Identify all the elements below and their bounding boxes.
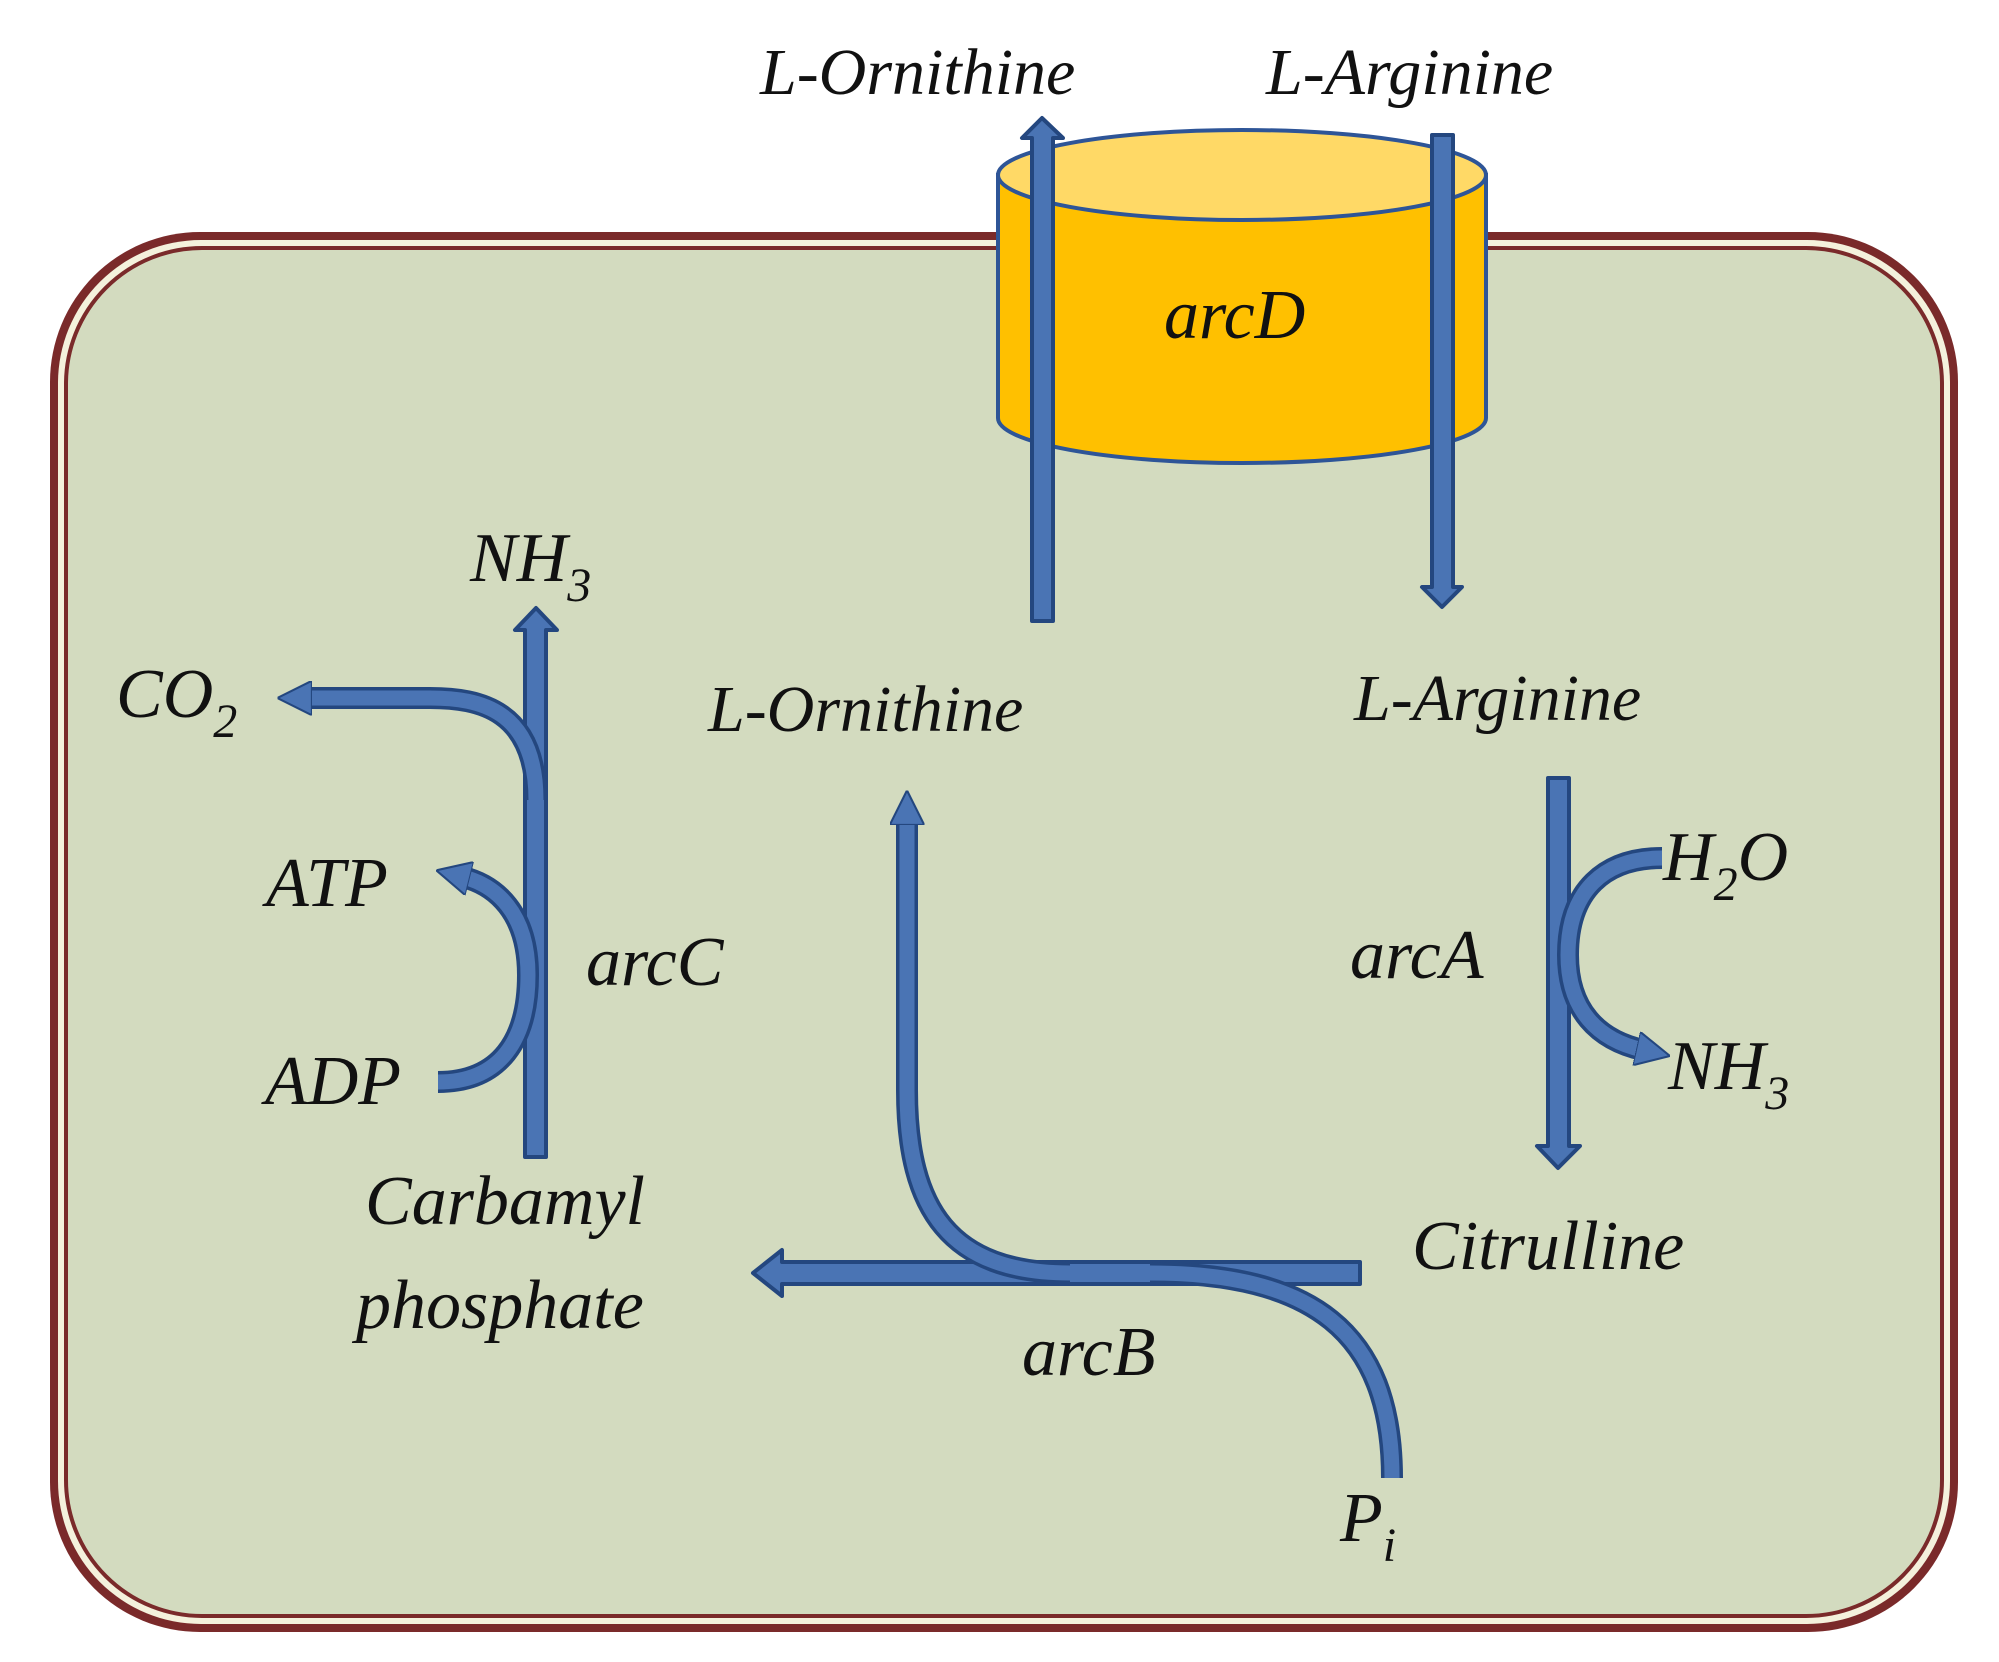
label-arcB: arcB — [1022, 1314, 1155, 1391]
label-nh3-right: NH3 — [1667, 1028, 1789, 1120]
h2o-nh3-curve — [1560, 850, 1662, 1050]
adp-atp-curve — [438, 877, 536, 1090]
cell-cytoplasm — [64, 246, 1944, 1618]
arcB-ornithine-curve — [907, 818, 1071, 1281]
transporter-top — [996, 128, 1488, 222]
co2-release-curve — [305, 698, 544, 801]
curved-arrows — [305, 698, 1662, 1479]
label-arcC: arcC — [586, 924, 725, 1001]
label-arginine-inside: L-Arginine — [1353, 662, 1641, 735]
label-phosphate: phosphate — [351, 1267, 644, 1344]
label-arcD: arcD — [1164, 277, 1305, 354]
label-nh3-top: NH3 — [469, 520, 591, 612]
label-atp: ATP — [262, 845, 388, 922]
label-ornithine-outside: L-Ornithine — [759, 36, 1075, 109]
label-adp: ADP — [261, 1043, 401, 1120]
ornithine-export-arrow — [1020, 116, 1065, 623]
label-pi: Pi — [1339, 1480, 1396, 1572]
arcD-transporter — [996, 128, 1488, 465]
label-arcA: arcA — [1350, 917, 1484, 994]
label-ornithine-inside: L-Ornithine — [707, 673, 1023, 746]
label-carbamyl: Carbamyl — [365, 1163, 645, 1240]
cell — [50, 232, 1958, 1632]
label-citrulline: Citrulline — [1412, 1208, 1684, 1285]
arginine-import-arrow — [1420, 133, 1464, 609]
label-arginine-outside: L-Arginine — [1265, 36, 1553, 109]
arcB-pi-curve — [1149, 1265, 1400, 1479]
labels: L-Ornithine L-Arginine arcD L-Ornithine … — [116, 36, 1789, 1572]
transporter-body — [996, 173, 1488, 465]
label-h2o: H2O — [1662, 819, 1788, 911]
label-co2: CO2 — [116, 656, 237, 748]
